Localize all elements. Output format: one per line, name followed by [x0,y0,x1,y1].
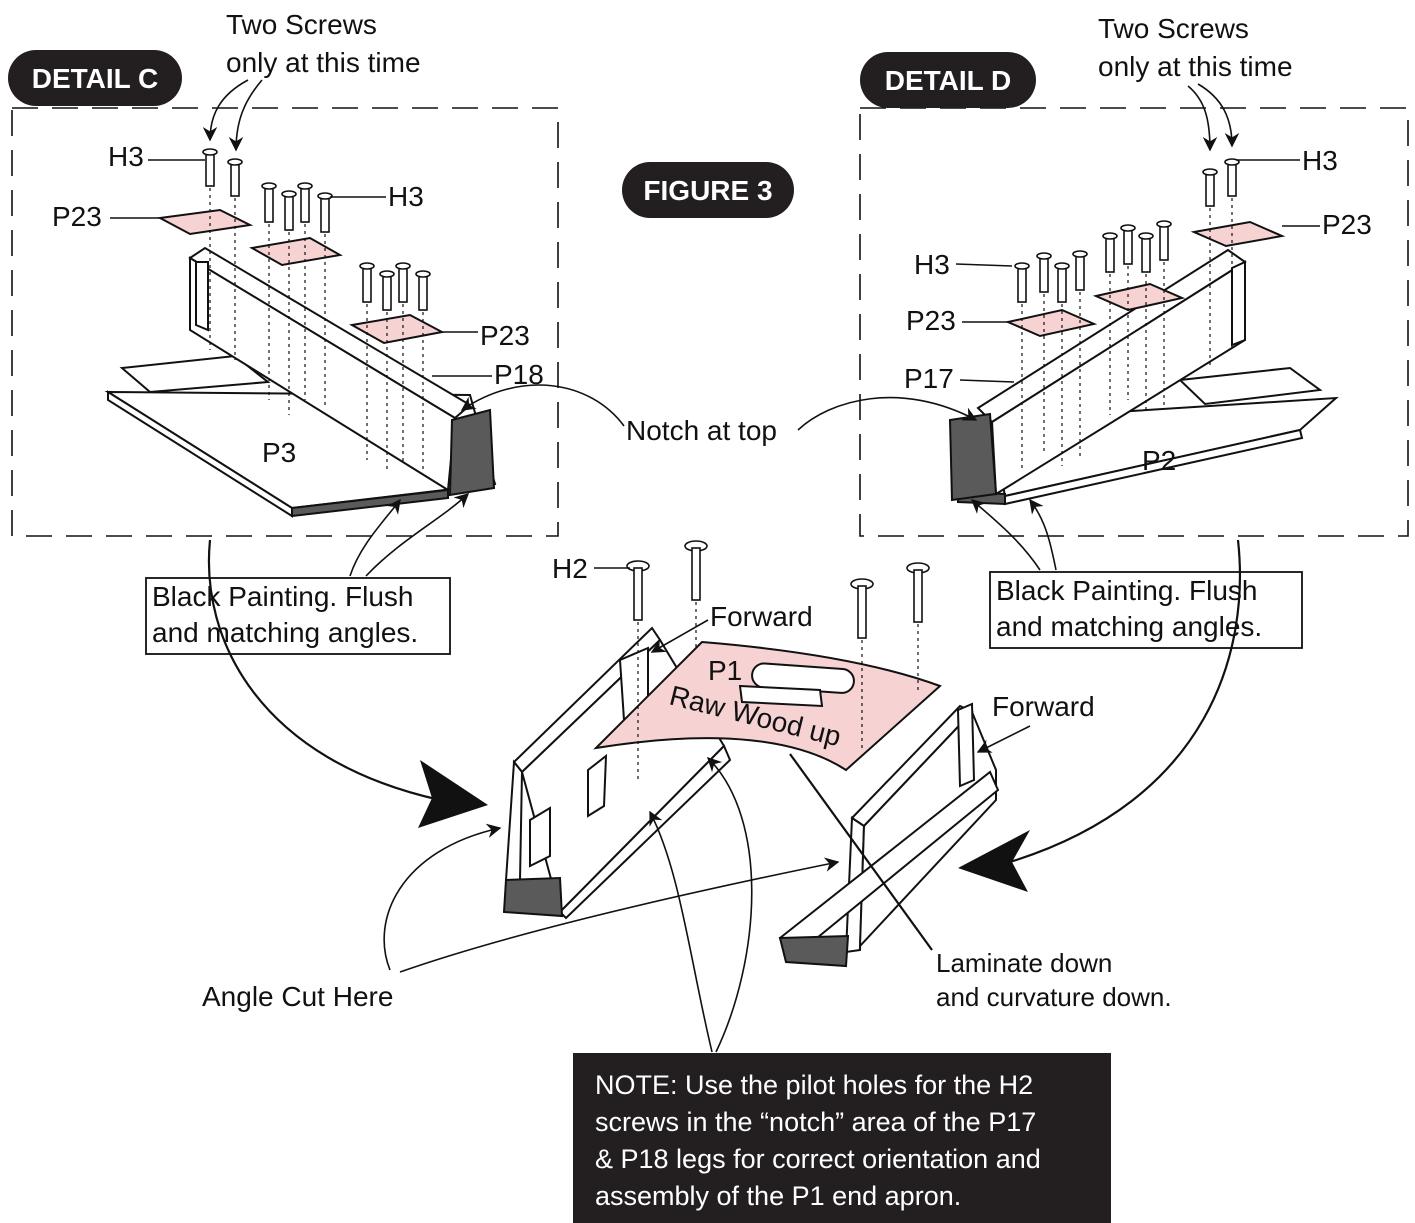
detail-d-h3-label-1: H3 [1302,145,1338,176]
p17-rail-end [1231,260,1246,347]
detail-d-screws-note-line2: only at this time [1098,51,1293,82]
detail-d-plate-1 [1190,220,1286,248]
notch-arrow-right [797,396,978,431]
p17-label: P17 [904,363,954,394]
forward-right-arrow [976,725,1031,753]
detail-c-screws-note-line2: only at this time [226,47,421,78]
note-line-1: NOTE: Use the pilot holes for the H2 [595,1070,1034,1100]
detail-c-plate-1 [156,208,254,236]
detail-c-pilot-lines [209,188,424,472]
detail-d-badge [860,52,1036,108]
notch-arrow-left [460,384,625,427]
right-leg-black-end [778,934,850,968]
p18-rail-end [195,261,209,332]
h2-label: H2 [552,553,588,584]
p17-black-notch [948,412,998,502]
detail-d-panel: DETAIL D Two Screws only at this time [859,13,1409,537]
p2-label: P2 [1142,445,1176,476]
detail-c-screws-note-line1: Two Screws [226,9,377,40]
note-box: NOTE: Use the pilot holes for the H2 scr… [573,1053,1111,1223]
detail-d-plate-2 [1092,282,1186,312]
detail-d-screw-arrow-2 [1197,83,1240,148]
laminate-line1: Laminate down [936,948,1112,978]
big-arrow-left-head [418,760,488,828]
p1-handle-block [738,684,824,708]
center-assembly [502,540,1000,968]
note-arrow-1 [649,810,713,1053]
notch-callout: Notch at top [626,415,777,446]
p1-end-apron [593,640,942,772]
black-painting-right-box [989,571,1303,649]
angle-cut-label: Angle Cut Here [202,981,393,1012]
left-leg-plate-2 [529,806,551,868]
black-painting-left-line2: and matching angles. [152,617,418,648]
black-painting-right-arrow-1 [1029,498,1057,571]
black-painting-right-line1: Black Painting. Flush [996,575,1257,606]
p3-cleat [119,354,271,394]
detail-c-p23-label-2: P23 [480,320,530,351]
angle-cut-arrow-1 [383,823,502,971]
detail-d-plate-3 [1004,308,1098,338]
detail-c-screw-arrow-2 [228,79,263,152]
detail-d-screws-note-line1: Two Screws [1098,13,1249,44]
detail-c-h3-label-1: H3 [108,141,144,172]
detail-c-plate-2 [249,236,343,267]
angle-cut-arrow-2 [399,857,840,973]
forward-left-arrow [650,619,709,653]
left-leg-bottom-rail [558,744,732,920]
left-leg-black-end [502,876,564,918]
black-painting-left-box [145,577,451,655]
detail-d-h3-label-2: H3 [914,249,950,280]
detail-c-screws [202,148,431,311]
detail-c-p23-label-1: P23 [52,201,102,232]
detail-d-pilot-lines [1021,198,1233,468]
detail-c-panel: DETAIL C Two Screws only at this time [8,9,559,537]
detail-c-title: DETAIL C [32,63,159,94]
big-arrow-right-shaft [1009,539,1242,864]
big-arrow-right-head [958,830,1030,892]
left-leg-front [504,759,524,881]
p18-black-notch [448,408,496,497]
figure-badge [622,162,794,218]
detail-d-screw-arrow-1 [1187,85,1218,152]
detail-c-dashed-frame [11,107,559,537]
black-painting-right-line2: and matching angles. [996,611,1262,642]
note-line-3: & P18 legs for correct orientation and [595,1144,1041,1174]
black-painting-left-line1: Black Painting. Flush [152,581,413,612]
detail-c-screw-arrow-1 [202,79,249,142]
detail-d-title: DETAIL D [885,65,1012,96]
detail-d-dashed-frame [859,107,1409,537]
note-line-2: screws in the “notch” area of the P17 [595,1107,1037,1137]
figure-title: FIGURE 3 [643,175,772,206]
p2-cleat [1177,366,1323,406]
p1-label: P1 [708,655,742,686]
note-arrow-2 [706,756,753,1053]
right-leg-notch-block [956,702,976,788]
h2-screws [626,540,930,639]
p3-black-edge [291,488,449,518]
detail-c-plate-3 [349,313,445,345]
laminate-line2: and curvature down. [936,982,1172,1012]
note-line-4: assembly of the P1 end apron. [595,1181,962,1211]
black-painting-left-arrow-1 [349,498,401,577]
detail-d-p23-label-1: P23 [1322,209,1372,240]
left-leg-plate-1 [587,753,608,818]
detail-c-badge [8,50,182,106]
detail-c-h3-label-2: H3 [388,181,424,212]
black-painting-right-arrow-2 [970,499,1041,571]
p3-label: P3 [262,437,296,468]
forward-left-label: Forward [710,601,813,632]
laminate-leader [789,753,933,951]
p18-rail-face [189,256,457,492]
detail-d-screws [1014,158,1240,303]
detail-d-p23-label-2: P23 [906,305,956,336]
forward-right-label: Forward [992,691,1095,722]
big-arrow-left-shaft [207,539,441,802]
black-painting-left-arrow-2 [365,493,470,577]
